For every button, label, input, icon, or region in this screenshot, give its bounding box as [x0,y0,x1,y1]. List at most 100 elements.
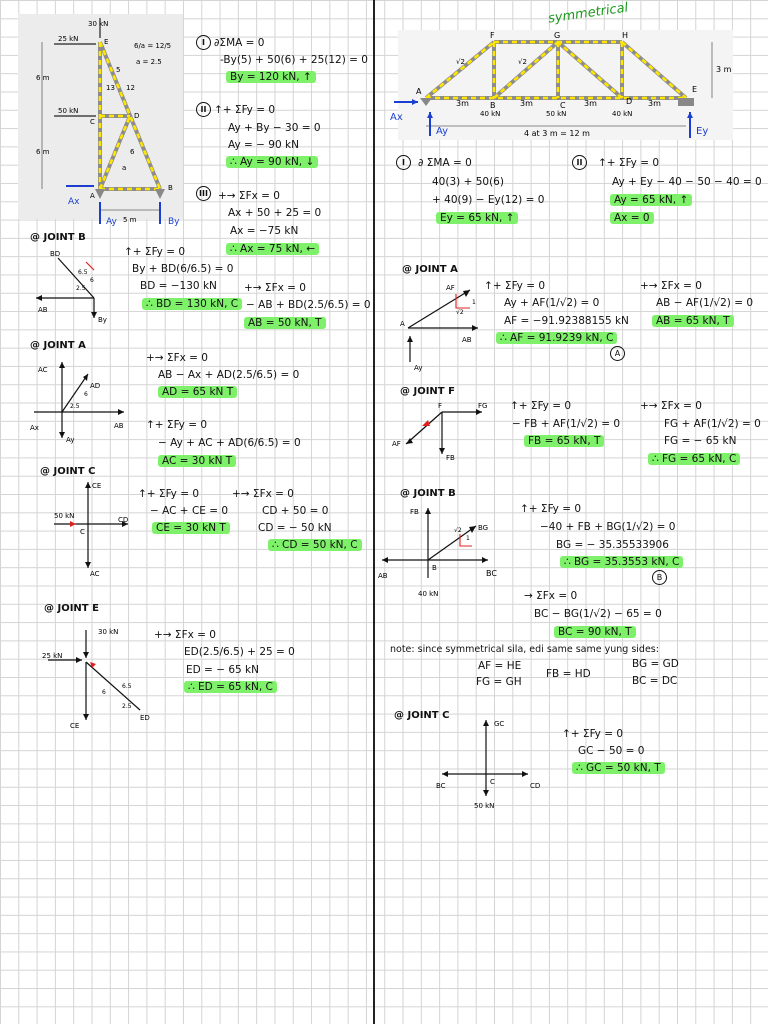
right-fig-d4: 3m [648,99,661,108]
left-jb-line3: BD = −130 kN [140,280,217,292]
left-jc-c: C [80,528,85,536]
fig-node-c: C [90,118,95,126]
right-fig-n-h: H [622,31,628,40]
right-fig-r2: √2 [518,58,527,66]
right-jc-cd: CD [530,782,540,790]
support-b [155,189,165,199]
left-je-line2: ED(2.5/6.5) + 25 = 0 [184,646,295,658]
left-joint-e-fbd: 30 kN 25 kN CE ED 6 6.5 2.5 [42,628,150,730]
left-eq3-line3: Ax = −75 kN [230,225,299,237]
left-jc-line2: − AC + CE = 0 [150,505,229,517]
right-jb-m2: BC − BG(1/√2) − 65 = 0 [534,608,662,620]
right-jb-bg: BG [478,524,488,532]
right-ja-af: AF [446,284,455,292]
right-eq2-number: II [572,155,587,170]
fig-top-load: 30 kN [88,20,108,28]
right-joint-f-fbd: AF FB FG F [392,402,487,462]
right-jc-line1: ↑+ ΣFy = 0 [562,728,624,740]
right-eq1-result: Ey = 65 kN, ↑ [436,212,519,224]
left-eq2-result: ∴ Ay = 90 kN, ↓ [226,156,319,168]
left-jb-r2: − AB + BD(2.5/6.5) = 0 [246,299,371,311]
right-ja-line1: ↑+ ΣFy = 0 [484,280,546,292]
right-jb-m1: → ΣFx = 0 [524,590,578,602]
right-fig-n-b: B [490,101,496,110]
right-eq2-result2: Ax = 0 [610,212,654,224]
left-eq1-line2: -By(5) + 50(6) + 25(12) = 0 [220,54,368,66]
right-fig-n-e: E [692,85,697,94]
fig-by: By [168,217,180,227]
left-eq2-number: II [196,102,211,117]
right-note-fg-gh: FG = GH [476,676,522,688]
fig-node-a: A [90,192,95,200]
right-jc-load: 50 kN [474,802,494,810]
right-ja-n2: √2 [456,309,464,316]
right-eq1-line3: + 40(9) − Ey(12) = 0 [432,194,545,206]
left-joint-b-title: @ JOINT B [30,232,86,243]
right-fig-n-f: F [490,31,495,40]
right-ja-result1: ∴ AF = 91.9239 kN, C [496,332,618,344]
left-jb-n65: 6.5 [78,269,88,276]
right-jf-result2: ∴ FG = 65 kN, C [648,453,741,465]
fig-tri-6: 6 [130,148,135,156]
right-jb-n2: √2 [454,527,462,534]
left-jb-line1: ↑+ ΣFy = 0 [124,246,186,258]
right-jb-result2: BC = 90 kN, T [554,626,636,638]
right-jf-r1: +→ ΣFx = 0 [640,400,702,412]
right-jc-bc: BC [436,782,446,790]
left-eq1-line1: ∂ΣMA = 0 [214,37,265,49]
left-eq3-number: III [196,186,211,201]
right-eq2-line1: ↑+ ΣFy = 0 [598,157,660,169]
page-divider [373,0,375,1024]
left-joint-a-fbd: AC AD Ax Ay AB 6 2.5 [30,362,124,444]
right-joint-f-title: @ JOINT F [400,386,455,397]
fig-node-b: B [168,184,173,192]
left-joint-a-title: @ JOINT A [30,340,86,351]
left-jc-r3: CD = − 50 kN [258,522,332,534]
fig-ax: Ax [68,197,80,207]
left-jb-result2: AB = 50 kN, T [244,317,326,329]
left-je-line1: +→ ΣFx = 0 [154,629,216,641]
left-je-n65: 6.5 [122,683,132,690]
right-eq2-result1: Ay = 65 kN, ↑ [610,194,693,206]
left-je-top: 30 kN [98,628,118,636]
right-fig-n-g: G [554,31,560,40]
right-jf-f: F [438,402,442,410]
left-joint-c-title: @ JOINT C [40,466,96,477]
right-jb-b: B [432,564,437,572]
fig-ay: Ay [106,217,118,227]
right-jf-af: AF [392,440,401,448]
left-ja-line5: − Ay + AC + AD(6/6.5) = 0 [158,437,301,449]
fig-dim1: 6 m [36,74,50,82]
left-jc-cd: CD [118,516,128,524]
right-jb-line2: −40 + FB + BG(1/√2) = 0 [540,521,676,533]
fig-load-e: 25 kN [58,35,78,43]
left-jb-ab: AB [38,306,48,314]
left-jb-by: By [98,316,107,324]
left-eq3-line1: +→ ΣFx = 0 [218,190,280,202]
left-jb-r1: +→ ΣFx = 0 [244,282,306,294]
right-fig-n-c: C [560,101,566,110]
fig-tri-a: a [122,164,126,172]
right-jf-fg: FG [478,402,487,410]
right-ja-line3: AF = −91.92388155 kN [504,315,629,327]
right-fig-d1: 3m [456,99,469,108]
right-note-fb-hd: FB = HD [546,668,591,680]
left-eq2-line3: Ay = − 90 kN [228,139,299,151]
left-ja-n6: 6 [84,391,88,398]
left-je-line3: ED = − 65 kN [186,664,259,676]
left-je-result: ∴ ED = 65 kN, C [184,681,277,693]
left-joint-e-title: @ JOINT E [44,603,99,614]
left-jc-load: 50 kN [54,512,74,520]
right-truss-figure: 3 m 4 at 3 m = 12 m A B C D E F G H 40 k… [390,31,732,138]
right-joint-a-fbd: AF Ay AB A 1 √2 [400,284,478,372]
right-eq1-line1: ∂ ΣMA = 0 [418,157,472,169]
right-fig-l3: 40 kN [612,110,632,118]
left-eq3-line2: Ax + 50 + 25 = 0 [228,207,322,219]
right-eq1-number: I [396,155,411,170]
right-ja-n1: 1 [472,299,476,306]
left-jc-line1: ↑+ ΣFy = 0 [138,488,200,500]
fig-tri-5: 5 [116,66,120,74]
left-ja-result1: AD = 65 kN T [158,386,238,398]
right-jb-line3: BG = − 35.35533906 [556,539,669,551]
fig-tri-12: 12 [126,84,135,92]
